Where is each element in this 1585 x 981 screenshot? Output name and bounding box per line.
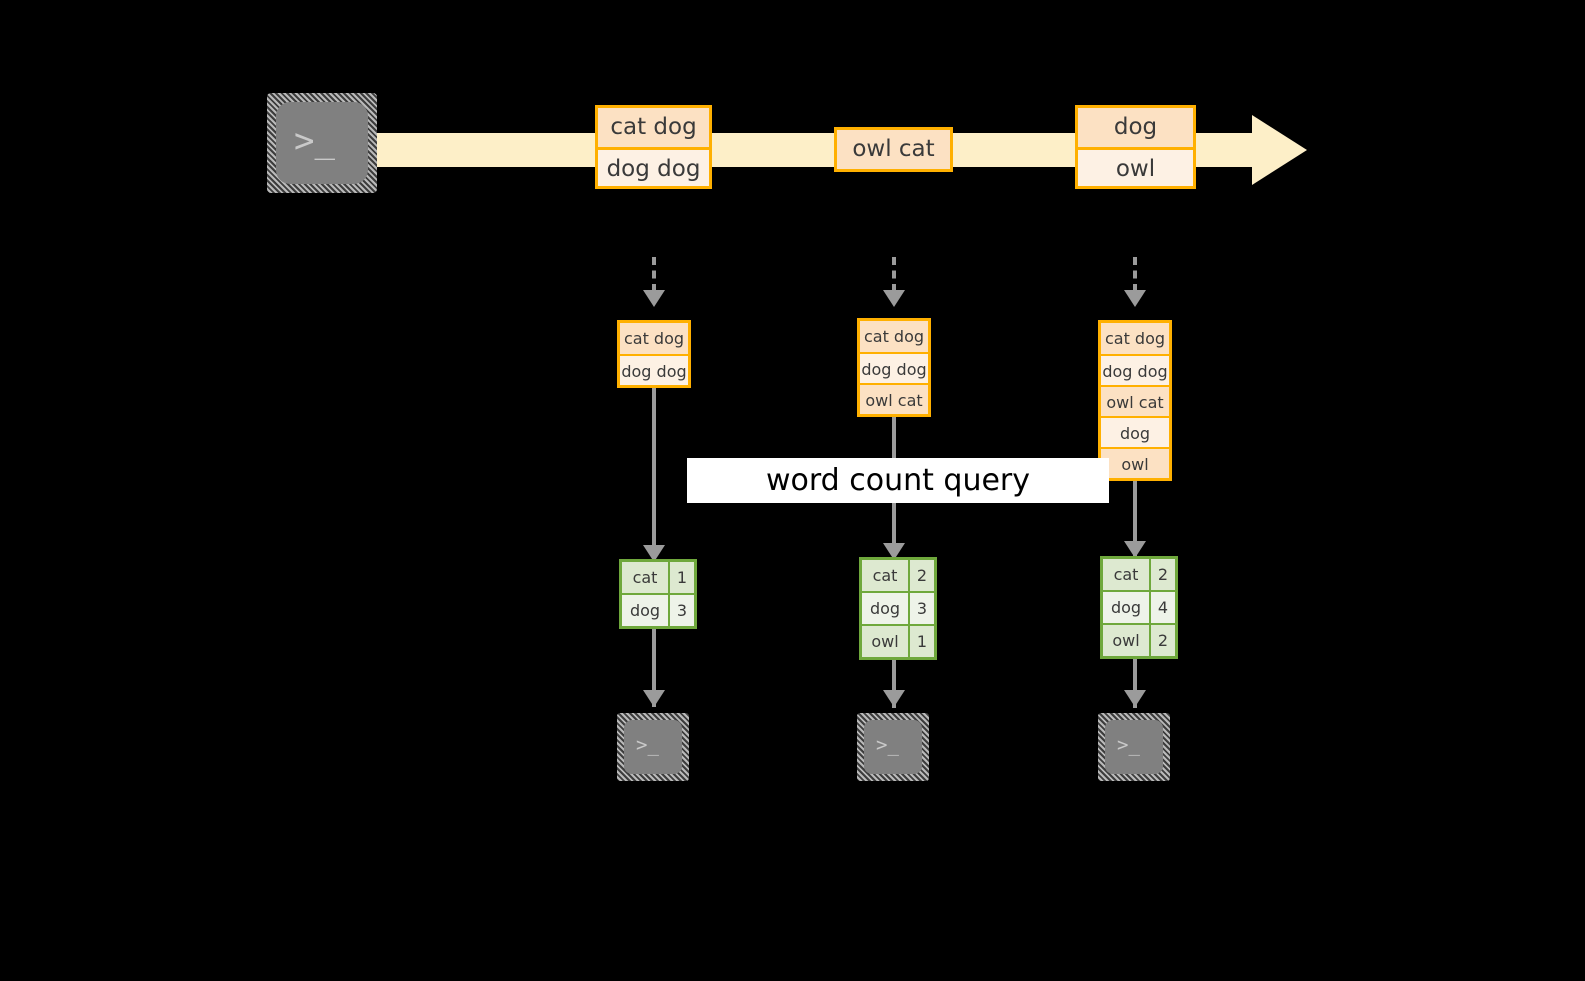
stream-to-state-arrow-head xyxy=(643,290,665,307)
result-to-sink-connector xyxy=(1133,650,1137,708)
terminal-screen: >_ xyxy=(1105,720,1163,774)
sink-terminal-icon[interactable]: >_ xyxy=(617,713,689,781)
terminal-screen: >_ xyxy=(864,720,922,774)
state-row: cat dog xyxy=(860,321,928,352)
stream-event-line: cat dog xyxy=(598,108,709,147)
source-terminal-icon[interactable]: >_ xyxy=(267,93,377,193)
result-count: 1 xyxy=(668,562,694,593)
result-to-sink-arrow-head xyxy=(643,690,665,707)
state-to-result-connector xyxy=(652,384,656,564)
result-count: 2 xyxy=(1149,559,1175,590)
table-row: owl 2 xyxy=(1103,623,1175,656)
state-row: owl cat xyxy=(1101,385,1169,416)
state-row: dog dog xyxy=(1101,354,1169,385)
stream-event-box: owl cat xyxy=(834,127,953,172)
result-count: 1 xyxy=(908,626,934,657)
result-word: owl xyxy=(1103,625,1149,656)
table-row: cat 2 xyxy=(862,560,934,591)
stream-event-line: owl xyxy=(1078,147,1193,186)
terminal-screen: >_ xyxy=(276,102,368,184)
result-to-sink-arrow-head xyxy=(1124,690,1146,707)
result-table: cat 2 dog 4 owl 2 xyxy=(1100,556,1178,659)
result-count: 4 xyxy=(1149,592,1175,623)
stream-event-line: dog dog xyxy=(598,147,709,186)
state-row: cat dog xyxy=(1101,323,1169,354)
terminal-prompt-glyph: >_ xyxy=(294,121,335,161)
state-stack: cat dog dog dog owl cat xyxy=(857,318,931,417)
terminal-prompt-glyph: >_ xyxy=(876,734,899,756)
query-label: word count query xyxy=(687,458,1109,503)
table-row: dog 4 xyxy=(1103,590,1175,623)
result-to-sink-arrow-head xyxy=(883,690,905,707)
terminal-prompt-glyph: >_ xyxy=(636,734,659,756)
state-row: dog xyxy=(1101,416,1169,447)
result-to-sink-connector xyxy=(892,651,896,708)
result-word: cat xyxy=(862,560,908,591)
stream-to-state-arrow-head xyxy=(1124,290,1146,307)
stream-to-state-connector xyxy=(652,257,656,292)
state-row: dog dog xyxy=(620,354,688,385)
table-row: dog 3 xyxy=(862,591,934,624)
stream-event-box: cat dog dog dog xyxy=(595,105,712,189)
state-to-result-arrow-head xyxy=(1124,541,1146,558)
stream-event-line: dog xyxy=(1078,108,1193,147)
state-stack: cat dog dog dog xyxy=(617,320,691,388)
state-row: cat dog xyxy=(620,323,688,354)
table-row: cat 1 xyxy=(622,562,694,593)
state-stack: cat dog dog dog owl cat dog owl xyxy=(1098,320,1172,481)
result-word: owl xyxy=(862,626,908,657)
result-count: 2 xyxy=(1149,625,1175,656)
state-to-result-arrow-head xyxy=(643,545,665,562)
sink-terminal-icon[interactable]: >_ xyxy=(1098,713,1170,781)
result-word: dog xyxy=(862,593,908,624)
result-count: 3 xyxy=(908,593,934,624)
result-word: dog xyxy=(622,595,668,626)
state-row: dog dog xyxy=(860,352,928,383)
result-count: 2 xyxy=(908,560,934,591)
table-row: cat 2 xyxy=(1103,559,1175,590)
terminal-prompt-glyph: >_ xyxy=(1117,734,1140,756)
stream-to-state-connector xyxy=(892,257,896,292)
state-to-result-arrow-head xyxy=(883,543,905,560)
stream-event-line: owl cat xyxy=(837,130,950,169)
result-word: dog xyxy=(1103,592,1149,623)
state-row: owl xyxy=(1101,447,1169,478)
result-table: cat 1 dog 3 xyxy=(619,559,697,629)
sink-terminal-icon[interactable]: >_ xyxy=(857,713,929,781)
table-row: dog 3 xyxy=(622,593,694,626)
result-word: cat xyxy=(622,562,668,593)
result-count: 3 xyxy=(668,595,694,626)
table-row: owl 1 xyxy=(862,624,934,657)
state-to-result-connector xyxy=(1133,475,1137,560)
result-table: cat 2 dog 3 owl 1 xyxy=(859,557,937,660)
stream-arrow-head xyxy=(1252,115,1307,185)
terminal-screen: >_ xyxy=(624,720,682,774)
stream-to-state-arrow-head xyxy=(883,290,905,307)
stream-to-state-connector xyxy=(1133,257,1137,292)
result-word: cat xyxy=(1103,559,1149,590)
state-row: owl cat xyxy=(860,383,928,414)
result-to-sink-connector xyxy=(652,622,656,707)
stream-event-box: dog owl xyxy=(1075,105,1196,189)
